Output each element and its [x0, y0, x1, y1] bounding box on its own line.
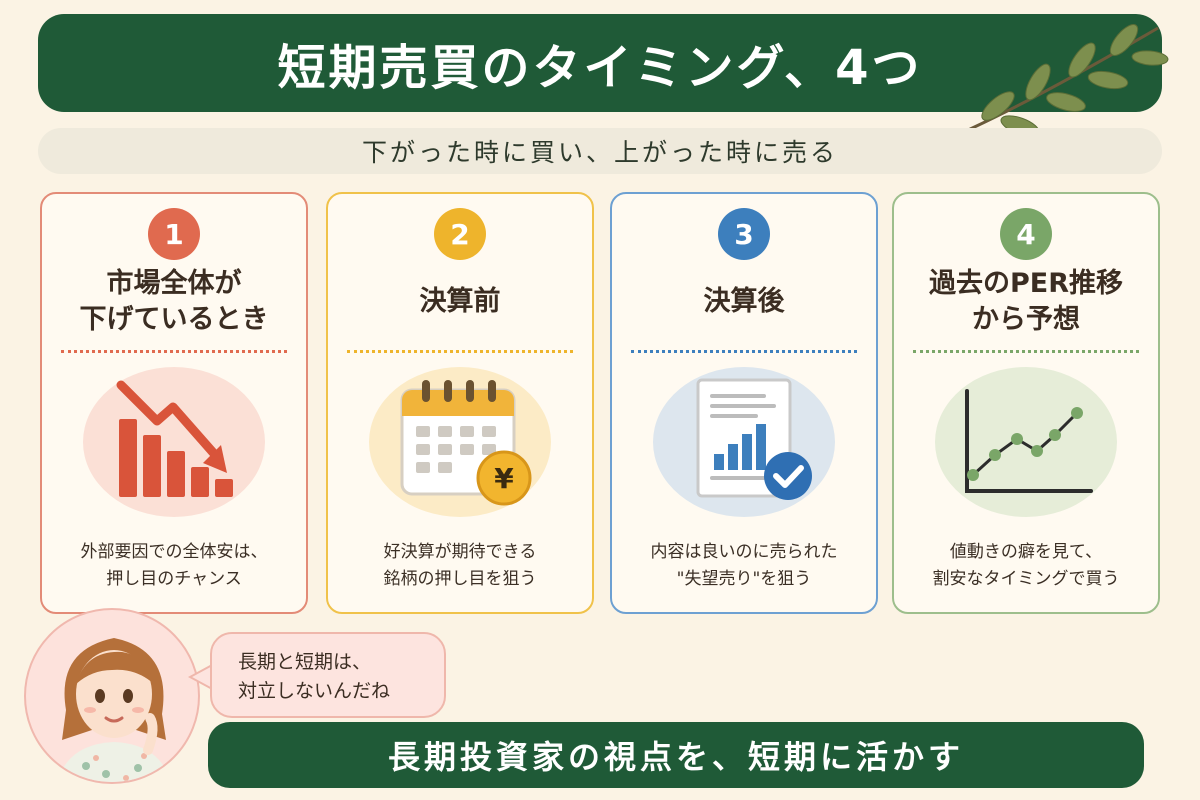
speech-bubble-line: 長期と短期は、 [238, 651, 372, 673]
card-description-line: 銘柄の押し目を狙う [383, 569, 537, 590]
illustration-circle [83, 367, 265, 517]
card-number-badge: 4 [1000, 208, 1052, 260]
card-description-line: 押し目のチャンス [106, 569, 242, 590]
card-description-line: 内容は良いのに売られた [650, 542, 838, 562]
dotted-divider [347, 350, 573, 353]
timing-card-3: 3 決算後 内容は良いのに売られた "失望売り"を狙う [610, 192, 878, 614]
card-heading: 決算後 [612, 260, 876, 344]
illustration-circle [653, 367, 835, 517]
footer-message: 長期投資家の視点を、短期に活かす [208, 722, 1144, 788]
dotted-divider [631, 350, 857, 353]
illustration-circle [935, 367, 1117, 517]
woman-avatar-icon [57, 638, 171, 782]
illustration-circle: ¥ [369, 367, 551, 517]
card-heading: 市場全体が 下げているとき [42, 260, 306, 344]
card-description: 好決算が期待できる 銘柄の押し目を狙う [328, 539, 592, 593]
card-description: 外部要因での全体安は、 押し目のチャンス [42, 539, 306, 593]
card-description-line: "失望売り"を狙う [676, 569, 812, 590]
calendar-yen-icon: ¥ [400, 380, 532, 506]
dotted-divider [913, 350, 1139, 353]
card-heading-line: 決算後 [703, 285, 785, 317]
timing-card-1: 1 市場全体が 下げているとき 外部要因での全体安は、 押し目のチャンス [40, 192, 308, 614]
card-heading-line: 下げているとき [79, 304, 269, 335]
dotted-divider [61, 350, 287, 353]
card-heading-line: から予想 [972, 304, 1080, 335]
card-description-line: 好決算が期待できる [383, 542, 537, 562]
leaf-branch-icon [967, 24, 1169, 137]
page-title: 短期売買のタイミング、4つ [38, 14, 1162, 112]
line-chart-icon [965, 389, 1093, 493]
card-number-badge: 3 [718, 208, 770, 260]
speech-bubble: 長期と短期は、 対立しないんだね [210, 632, 446, 718]
card-heading-line: 市場全体が [106, 267, 242, 299]
avatar [24, 608, 200, 784]
card-description: 値動きの癖を見て、 割安なタイミングで買う [894, 539, 1158, 593]
speech-bubble-line: 対立しないんだね [238, 679, 391, 702]
timing-card-2: 2 決算前 ¥ 好 [326, 192, 594, 614]
yen-coin-label: ¥ [494, 462, 514, 495]
card-description-line: 値動きの癖を見て、 [949, 542, 1103, 562]
subtitle: 下がった時に買い、上がった時に売る [38, 128, 1162, 174]
card-heading: 過去のPER推移 から予想 [894, 260, 1158, 344]
report-checkmark-icon [696, 378, 812, 500]
card-description-line: 割安なタイミングで買う [932, 569, 1120, 590]
card-number-badge: 2 [434, 208, 486, 260]
timing-card-4: 4 過去のPER推移 から予想 値動きの癖を見て、 割安なタイミングで買う [892, 192, 1160, 614]
card-heading-line: 決算前 [419, 285, 501, 317]
card-description-line: 外部要因での全体安は、 [80, 542, 268, 562]
card-number-badge: 1 [148, 208, 200, 260]
card-heading-line: 過去のPER推移 [928, 267, 1124, 299]
card-heading: 決算前 [328, 260, 592, 344]
card-description: 内容は良いのに売られた "失望売り"を狙う [612, 539, 876, 593]
falling-bar-chart-icon [116, 380, 233, 497]
